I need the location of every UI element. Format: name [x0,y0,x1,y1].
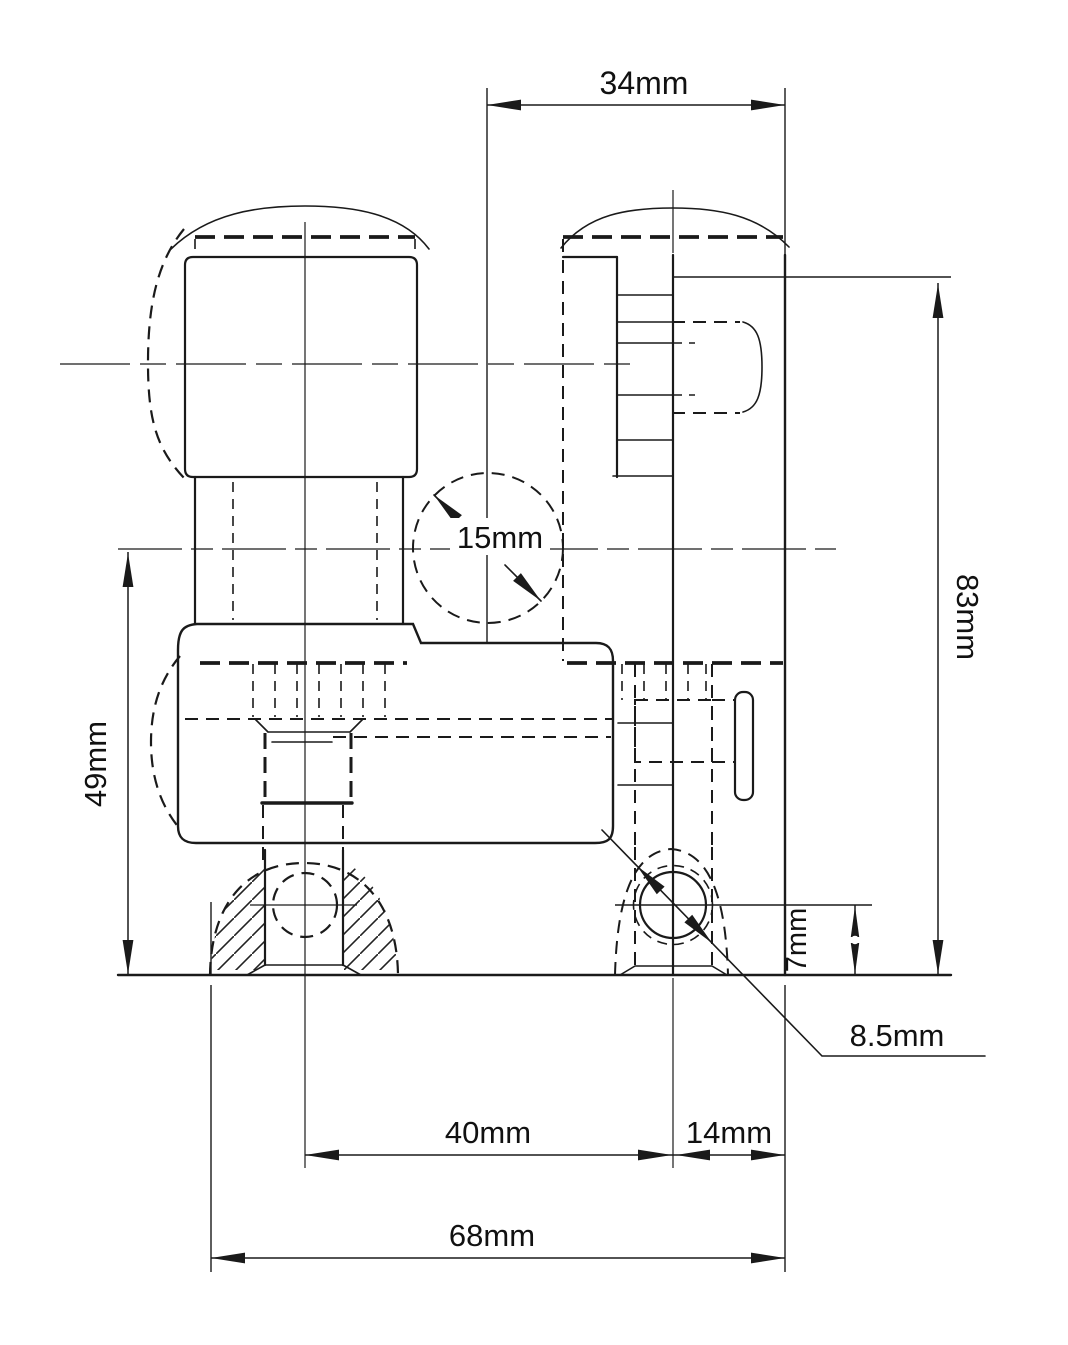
upper-side-bolt-hidden-knob [672,321,740,414]
arrowhead-bottom [850,943,860,974]
dimension-overall-width-68mm: 68mm [210,985,786,1272]
arrowhead-right [751,99,785,111]
dimension-label: 83mm [950,574,985,660]
rail-channel-hidden-lines [185,718,613,738]
lower-side-bolt-flange-lines [617,722,673,786]
arrowhead-lower [684,914,712,943]
lower-side-bolt-plate [733,690,755,802]
hatch-right-wedge [344,864,397,970]
arrow-bead [850,935,860,945]
lower-side-bolt-hidden-pocket [634,699,735,763]
slot-feet [246,964,728,976]
right-knob-cap-arc [560,207,790,249]
left-knob-knurl-bulge [146,228,185,479]
arrowhead-bottom [932,940,944,974]
pocket-sides-hidden [263,733,353,801]
bore-circle-15mm [412,472,564,624]
arrowhead-right [638,1149,672,1161]
arrowhead-left [487,99,521,111]
hatch-left-wedge [211,864,264,970]
thread-ticks-left [252,664,386,717]
upper-side-bolt-hidden-shaft [672,342,695,396]
dimension-hole-height-7mm: 7mm [615,904,872,975]
arrowhead-left [676,1149,710,1161]
clamp-block-outline [176,622,615,845]
left-knob-cap-sides-hidden [194,239,416,255]
dimension-label: 8.5mm [850,1018,945,1053]
arrowhead-top [850,906,860,937]
arrowhead-upper-left [434,495,462,523]
dimension-label: 7mm [781,908,813,972]
clamp-block-knurl-bulge [149,655,181,830]
left-knob-body [183,255,419,479]
left-slot-edges [263,848,345,967]
left-knob-stem [193,475,405,626]
dimension-top-width-34mm: 34mm [487,65,786,255]
thread-ticks-right [621,664,707,700]
part-outline [60,88,953,1168]
upper-side-bolt-end-cap [742,321,763,413]
arrowhead-lower-right [513,573,541,601]
dimension-hole-spacing-40mm: 40mm [305,1115,672,1161]
dimension-label: 68mm [449,1218,535,1253]
arrowhead-right [751,1149,785,1161]
arrowhead-top [932,284,944,318]
upper-side-bolt-flange-lines [612,294,673,477]
arrowhead-upper [637,866,665,895]
leader-line [601,829,986,1057]
dimension-bore-15mm: 15mm [433,494,550,602]
left-knob-cap-arc [170,205,430,250]
dimension-label: 49mm [78,721,113,807]
arrowhead-top [122,553,134,587]
left-stem-hidden-shaft [232,482,378,620]
dimension-overall-height-83mm: 83mm [673,276,985,975]
dimension-hole-to-edge-14mm: 14mm [672,1115,785,1161]
dimension-label: 40mm [445,1115,531,1150]
dimension-axis-height-49mm: 49mm [78,552,134,975]
dimension-label: 15mm [457,520,543,555]
dimension-label: 34mm [600,65,689,101]
arrowhead-left [211,1252,245,1264]
right-rib-dome-hidden [614,847,729,976]
left-shaft-hidden [262,805,344,861]
arrowhead-right [751,1252,785,1264]
arrowhead-bottom [122,940,134,974]
pocket-funnel [254,718,364,743]
label-background [450,518,550,555]
dimension-hole-diameter-8p5mm: 8.5mm [601,829,986,1057]
dimension-label: 14mm [686,1115,772,1150]
right-slot-hidden-edges [634,664,713,965]
arrowhead-left [305,1149,339,1161]
